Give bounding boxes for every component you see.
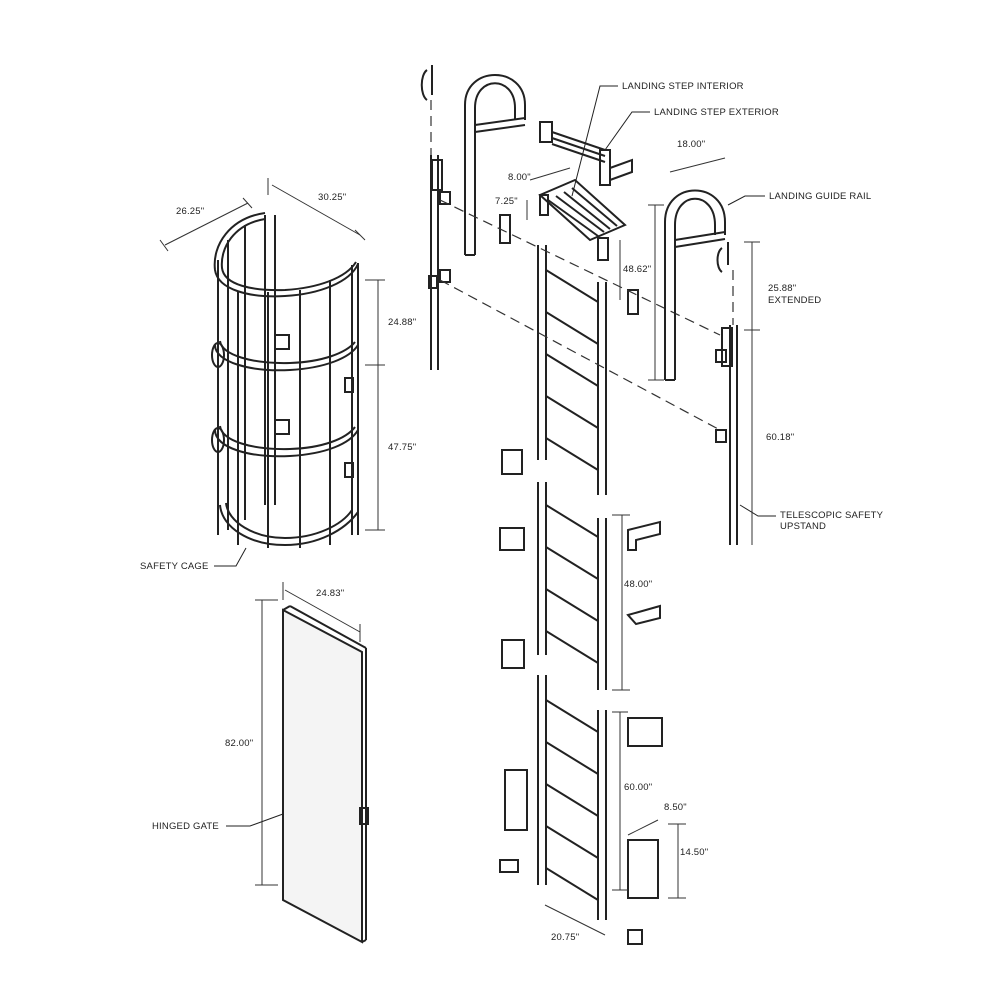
dim-low-section: 60.00" (624, 782, 652, 793)
label-telescopic-line2: UPSTAND (780, 521, 826, 532)
dim-gate-height: 82.00" (225, 738, 253, 749)
ladder-section-middle (499, 482, 661, 690)
ladder-section-bottom (499, 675, 663, 945)
dim-cage-upper: 24.88" (388, 317, 416, 328)
dim-gate-width: 24.83" (316, 588, 344, 599)
dim-step-width: 7.25" (495, 196, 518, 207)
dim-rail-height: 48.62" (623, 264, 651, 275)
dim-cage-width: 30.25" (318, 192, 346, 203)
label-telescopic-line1: TELESCOPIC SAFETY (780, 510, 884, 521)
dim-upstand-extended: 25.88" (768, 283, 796, 294)
upstand-dimensions (744, 241, 760, 545)
dim-cage-depth: 26.25" (176, 206, 204, 217)
step-dimensions (526, 167, 571, 220)
telescopic-safety-upstand (715, 242, 738, 545)
hinged-gate (282, 605, 369, 944)
ladder-section-top (501, 245, 639, 495)
right-landing-guide-rail (664, 189, 726, 381)
dim-ladder-width: 20.75" (551, 932, 579, 943)
dim-bracket-height: 14.50" (680, 847, 708, 858)
label-landing-guide-rail: LANDING GUIDE RAIL (769, 191, 871, 202)
dim-rail-width: 18.00" (677, 139, 705, 150)
landing-step-exterior (538, 178, 627, 261)
dim-mid-section: 48.00" (624, 579, 652, 590)
label-safety-cage: SAFETY CAGE (140, 561, 209, 572)
label-extended: EXTENDED (768, 295, 821, 306)
dim-bracket-width: 8.50" (664, 802, 687, 813)
safety-cage (211, 212, 359, 548)
dim-step-depth: 8.00" (508, 172, 531, 183)
label-landing-step-interior: LANDING STEP INTERIOR (622, 81, 744, 92)
gate-dimensions (255, 582, 361, 886)
label-hinged-gate: HINGED GATE (152, 821, 219, 832)
right-rail-dimensions (648, 157, 726, 381)
ladder-dimensions (544, 240, 686, 936)
left-telescopic-rail (420, 65, 451, 370)
cage-dimensions (159, 178, 385, 531)
dim-upstand-length: 60.18" (766, 432, 794, 443)
dim-cage-lower: 47.75" (388, 442, 416, 453)
label-landing-step-exterior: LANDING STEP EXTERIOR (654, 107, 779, 118)
left-guide-rail (464, 74, 526, 256)
